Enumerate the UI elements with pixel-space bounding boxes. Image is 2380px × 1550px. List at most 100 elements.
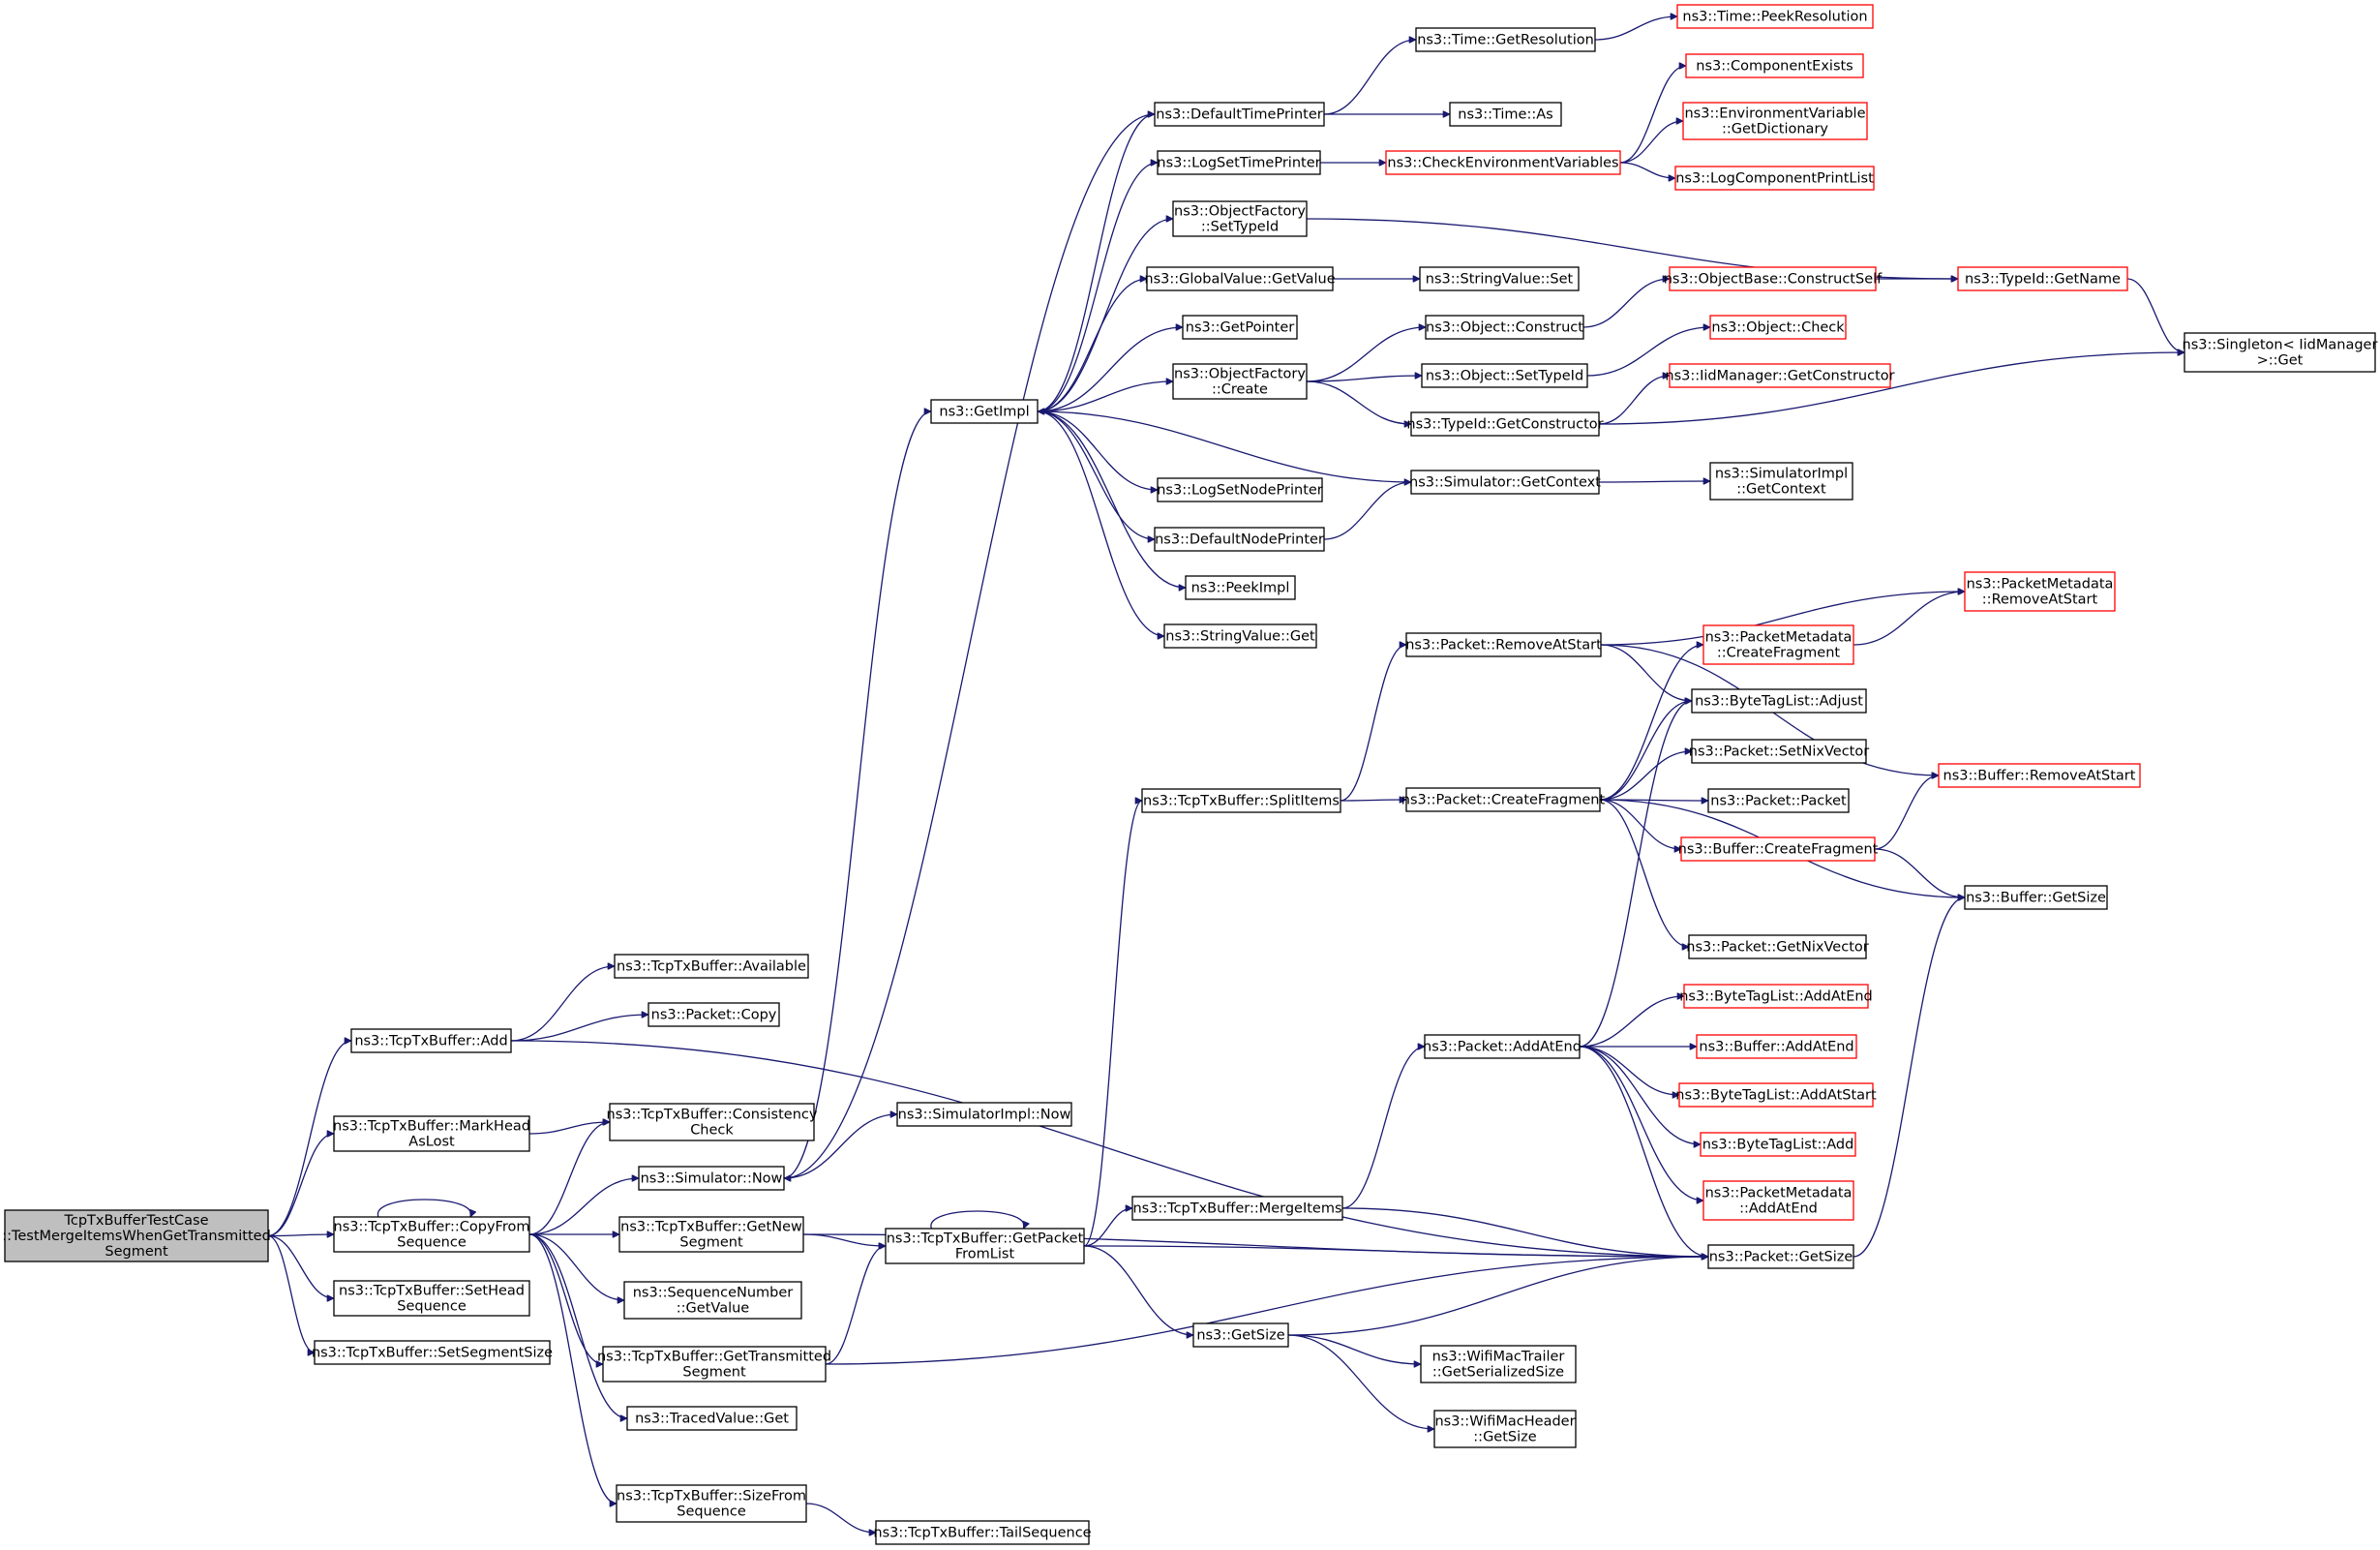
graph-node-tailseq[interactable]: ns3::TcpTxBuffer::TailSequence — [873, 1520, 1092, 1545]
graph-node-objfactsettype[interactable]: ns3::ObjectFactory::SetTypeId — [1172, 200, 1308, 237]
graph-node-objcheck[interactable]: ns3::Object::Check — [1709, 315, 1847, 340]
graph-node-pktgetsize[interactable]: ns3::Packet::GetSize — [1707, 1244, 1854, 1269]
graph-node-peekimpl[interactable]: ns3::PeekImpl — [1185, 575, 1296, 600]
graph-node-btladdatstart[interactable]: ns3::ByteTagList::AddAtStart — [1675, 1082, 1877, 1108]
edge-line — [1853, 592, 1965, 646]
graph-node-stringset[interactable]: ns3::StringValue::Set — [1419, 266, 1580, 291]
call-edge-defaulttime-to-simnow — [784, 113, 1156, 1178]
edge-line — [825, 1257, 1708, 1365]
graph-node-bufaddatend[interactable]: ns3::Buffer::AddAtEnd — [1696, 1034, 1857, 1059]
graph-node-timeas[interactable]: ns3::Time::As — [1449, 102, 1562, 127]
node-box — [1410, 411, 1600, 437]
graph-node-add[interactable]: ns3::TcpTxBuffer::Add — [350, 1028, 512, 1053]
graph-node-wifiheader[interactable]: ns3::WifiMacHeader::GetSize — [1433, 1410, 1577, 1448]
graph-node-pmaddatend[interactable]: ns3::PacketMetadata::AddAtEnd — [1702, 1180, 1854, 1221]
graph-node-compexists[interactable]: ns3::ComponentExists — [1685, 53, 1864, 78]
graph-node-setsegsize[interactable]: ns3::TcpTxBuffer::SetSegmentSize — [312, 1340, 553, 1365]
graph-node-pktaddatend[interactable]: ns3::Packet::AddAtEnd — [1423, 1034, 1582, 1059]
graph-node-logsetnode[interactable]: ns3::LogSetNodePrinter — [1157, 477, 1323, 502]
graph-node-seqnum[interactable]: ns3::SequenceNumber::GetValue — [623, 1281, 802, 1320]
graph-node-globalget[interactable]: ns3::GlobalValue::GetValue — [1144, 266, 1336, 291]
edge-line — [1037, 381, 1173, 412]
call-edge-typeidgetctor-to-singleton — [1598, 352, 2184, 425]
node-box — [1964, 571, 2116, 612]
graph-node-stringget[interactable]: ns3::StringValue::Get — [1163, 623, 1317, 649]
node-box — [333, 1216, 530, 1253]
node-label-line: ns3::TypeId::GetConstructor — [1406, 416, 1603, 432]
graph-node-logcomplist[interactable]: ns3::LogComponentPrintList — [1674, 166, 1875, 191]
node-label-line: ns3::SequenceNumber — [633, 1285, 794, 1300]
graph-node-splititems[interactable]: ns3::TcpTxBuffer::SplitItems — [1141, 788, 1341, 813]
graph-node-objsettype[interactable]: ns3::Object::SetTypeId — [1421, 363, 1588, 388]
graph-node-mergeitems[interactable]: ns3::TcpTxBuffer::MergeItems — [1131, 1196, 1343, 1221]
call-edge-getpacketfrom-to-splititems — [1083, 801, 1142, 1247]
graph-node-timepeekres[interactable]: ns3::Time::PeekResolution — [1676, 4, 1874, 29]
graph-node-btladdatend[interactable]: ns3::ByteTagList::AddAtEnd — [1679, 984, 1873, 1009]
node-label-line: ns3::Buffer::GetSize — [1966, 890, 2106, 905]
graph-node-simgetctx[interactable]: ns3::Simulator::GetContext — [1409, 470, 1601, 495]
edge-line — [1287, 1334, 1421, 1364]
call-edge-defaultnode-to-simgetctx — [1323, 482, 1411, 540]
graph-node-checkenv[interactable]: ns3::CheckEnvironmentVariables — [1385, 150, 1621, 175]
graph-node-pktpacket[interactable]: ns3::Packet::Packet — [1707, 788, 1850, 813]
graph-node-available[interactable]: ns3::TcpTxBuffer::Available — [614, 954, 809, 979]
graph-node-getsize[interactable]: ns3::GetSize — [1192, 1322, 1289, 1348]
graph-node-typeidgetctor[interactable]: ns3::TypeId::GetConstructor — [1406, 411, 1604, 437]
graph-node-btladd[interactable]: ns3::ByteTagList::Add — [1700, 1132, 1856, 1157]
graph-node-bufcreatefrag[interactable]: ns3::Buffer::CreateFragment — [1678, 836, 1879, 862]
graph-node-bufgetsize[interactable]: ns3::Buffer::GetSize — [1964, 885, 2108, 910]
node-box — [333, 1115, 530, 1152]
graph-node-singleton[interactable]: ns3::Singleton< IidManager>::Get — [2183, 332, 2378, 373]
graph-node-pktremoveatstart[interactable]: ns3::Packet::RemoveAtStart — [1405, 632, 1602, 657]
node-box — [314, 1340, 551, 1365]
graph-node-pmcreatefrag[interactable]: ns3::PacketMetadata::CreateFragment — [1702, 624, 1854, 665]
graph-node-tracedget[interactable]: ns3::TracedValue::Get — [626, 1406, 798, 1431]
node-label-line: ns3::PacketMetadata — [1705, 1185, 1853, 1200]
call-edge-copyfrom-to-tracedget — [528, 1233, 627, 1418]
graph-node-wifitrailer[interactable]: ns3::WifiMacTrailer::GetSerializedSize — [1420, 1345, 1577, 1383]
graph-node-pktsetnix[interactable]: ns3::Packet::SetNixVector — [1689, 739, 1869, 764]
graph-node-simnow[interactable]: ns3::Simulator::Now — [638, 1166, 785, 1191]
graph-node-objbasecons[interactable]: ns3::ObjectBase::ConstructSelf — [1664, 266, 1883, 291]
node-label-line: ns3::LogSetTimePrinter — [1157, 155, 1320, 170]
graph-node-getimpl[interactable]: ns3::GetImpl — [930, 399, 1039, 424]
edge-line — [1594, 16, 1677, 41]
graph-node-pktgetnix[interactable]: ns3::Packet::GetNixVector — [1686, 934, 1869, 959]
call-edge-getimpl-to-peekimpl — [1037, 410, 1186, 588]
graph-node-defaulttime[interactable]: ns3::DefaultTimePrinter — [1154, 102, 1325, 127]
edge-line — [1853, 897, 1965, 1258]
node-box — [1688, 934, 1867, 959]
node-box — [1691, 688, 1867, 714]
graph-node-typeidgetname[interactable]: ns3::TypeId::GetName — [1957, 266, 2128, 291]
edge-line — [1341, 1207, 1708, 1257]
graph-node-iidgetctor[interactable]: ns3::IidManager::GetConstructor — [1665, 363, 1895, 388]
graph-node-btladjust[interactable]: ns3::ByteTagList::Adjust — [1691, 688, 1867, 714]
call-edge-objsettype-to-objcheck — [1586, 327, 1710, 377]
edge-line — [1287, 1257, 1708, 1336]
graph-node-pmremoveatstart[interactable]: ns3::PacketMetadata::RemoveAtStart — [1964, 571, 2116, 612]
graph-node-objconstruct[interactable]: ns3::Object::Construct — [1425, 315, 1584, 340]
graph-node-objfactcreate[interactable]: ns3::ObjectFactory::Create — [1172, 363, 1308, 400]
graph-node-timegetres[interactable]: ns3::Time::GetResolution — [1415, 27, 1596, 52]
graph-node-envvardict[interactable]: ns3::EnvironmentVariable::GetDictionary — [1682, 102, 1868, 140]
graph-node-simimplnow[interactable]: ns3::SimulatorImpl::Now — [896, 1102, 1072, 1127]
graph-node-pktcreatefrag[interactable]: ns3::Packet::CreateFragment — [1401, 787, 1606, 812]
graph-node-defaultnode[interactable]: ns3::DefaultNodePrinter — [1154, 527, 1325, 552]
graph-node-simimplctx[interactable]: ns3::SimulatorImpl::GetContext — [1709, 462, 1853, 501]
graph-node-root[interactable]: TcpTxBufferTestCase::TestMergeItemsWhenG… — [2, 1209, 271, 1262]
graph-node-getpointer[interactable]: ns3::GetPointer — [1182, 315, 1298, 340]
edge-line — [783, 411, 931, 1179]
call-edge-add-to-pktgetsize — [510, 1040, 1708, 1257]
graph-node-bufremoveatstart[interactable]: ns3::Buffer::RemoveAtStart — [1938, 763, 2141, 788]
graph-node-logsettime[interactable]: ns3::LogSetTimePrinter — [1157, 150, 1321, 175]
node-label-line: FromList — [955, 1246, 1015, 1261]
graph-node-pktcopy[interactable]: ns3::Packet::Copy — [648, 1002, 780, 1027]
